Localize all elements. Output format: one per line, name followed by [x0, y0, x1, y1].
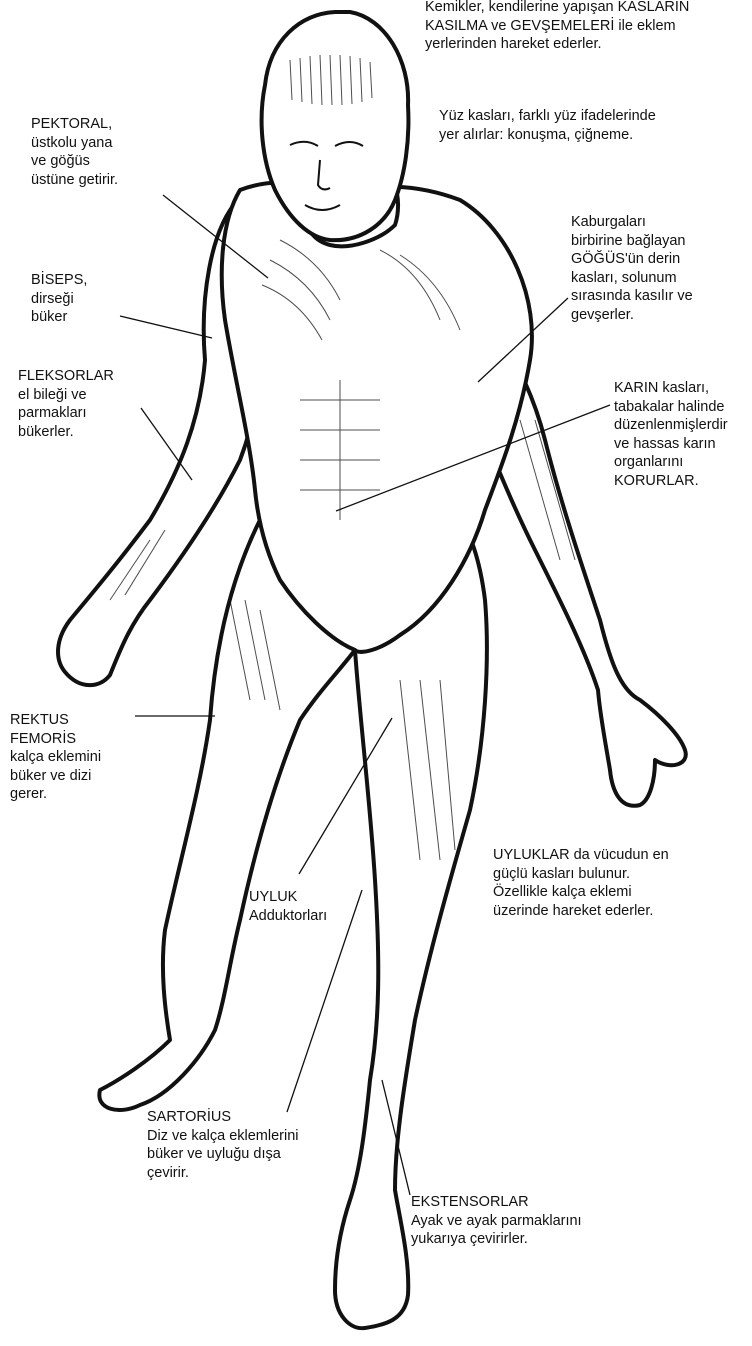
extensors-label: EKSTENSORLAR Ayak ve ayak parmaklarını y… [411, 1193, 582, 1249]
chest-muscles-label: Kaburgaları birbirine bağlayan GÖĞÜS'ün … [571, 213, 693, 324]
sartorius-label: SARTORİUS Diz ve kalça eklemlerini büker… [147, 1108, 299, 1182]
flexors-pointer [141, 408, 192, 480]
thigh-muscles-label: UYLUKLAR da vücudun en güçlü kasları bul… [493, 846, 669, 920]
thigh-adductors-label: UYLUK Adduktorları [249, 888, 327, 925]
biceps-pointer [120, 316, 212, 338]
face-muscles-label: Yüz kasları, farklı yüz ifadelerinde yer… [439, 107, 656, 144]
rectus-femoris-label: REKTUS FEMORİS kalça eklemini büker ve d… [10, 711, 101, 804]
abdominal-muscles-label: KARIN kasları, tabakalar halinde düzenle… [614, 379, 728, 490]
pectoral-label: PEKTORAL, üstkolu yana ve göğüs üstüne g… [31, 115, 118, 189]
intro-text: Kemikler, kendilerine yapışan KASLARIN K… [425, 0, 689, 54]
head-outline [262, 12, 409, 240]
biceps-label: BİSEPS, dirseği büker [31, 271, 87, 327]
flexors-label: FLEKSORLAR el bileği ve parmakları büker… [18, 367, 114, 441]
